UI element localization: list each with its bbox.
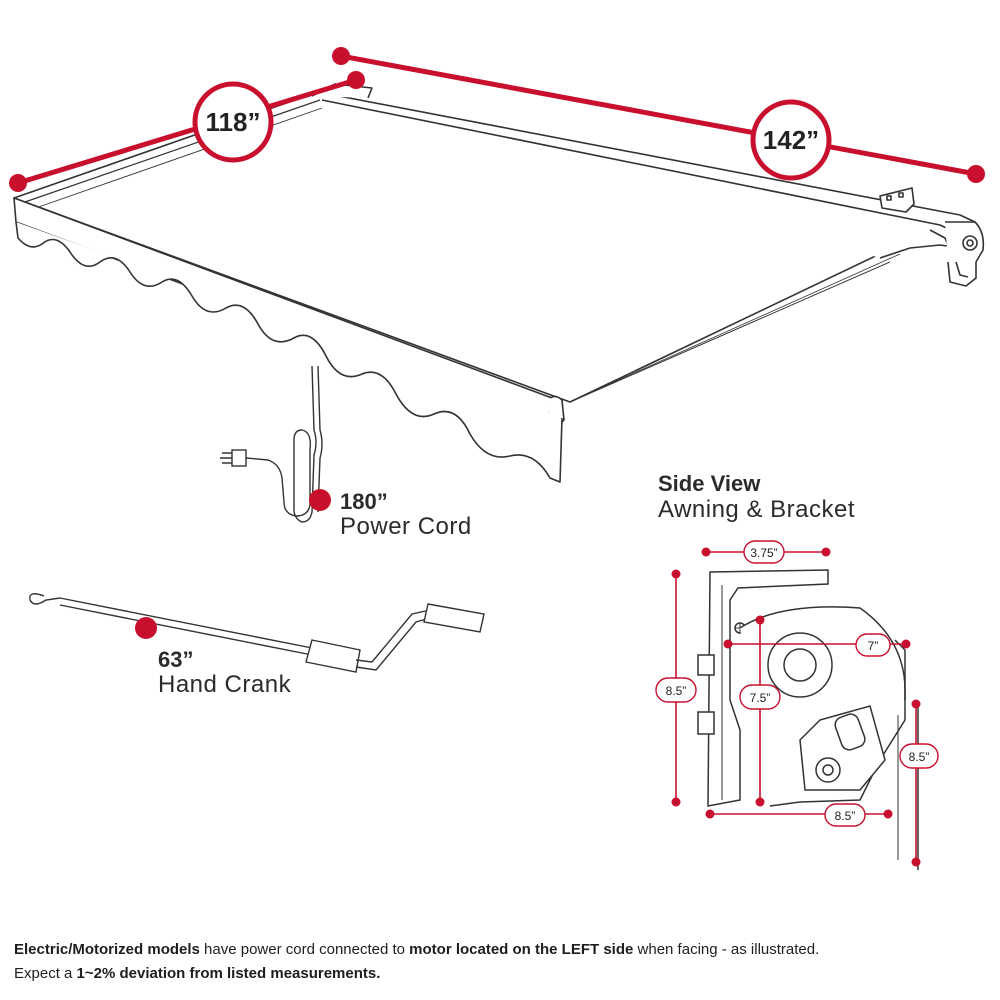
side-view-subheading: Awning & Bracket — [658, 496, 855, 523]
roller-diameter-value: 7” — [868, 639, 879, 653]
case-depth-value: 8.5” — [835, 809, 856, 823]
power-cord-text: Power Cord — [340, 513, 472, 540]
hand-crank-drawing — [29, 593, 485, 673]
footer-text-3: Expect a — [14, 965, 77, 982]
hand-crank-text: Hand Crank — [158, 671, 292, 698]
side-view-dimensions — [671, 547, 921, 867]
case-height-value: 7.5” — [750, 691, 771, 705]
side-view-bracket-drawing — [697, 569, 919, 870]
depth-callout: 118” — [192, 81, 274, 163]
hand-crank-marker — [135, 617, 157, 639]
power-cord-drawing — [220, 365, 323, 523]
footer-bold-deviation: 1~2% deviation from listed measurements. — [76, 965, 381, 982]
footer-text-1: have power cord connected to — [199, 941, 410, 958]
footer-line-2: Expect a 1~2% deviation from listed meas… — [14, 962, 989, 986]
power-cord-length: 180” — [340, 489, 388, 514]
width-value: 142” — [763, 125, 819, 155]
bracket-height-value: 8.5” — [666, 684, 687, 698]
awning-canopy — [13, 83, 985, 483]
width-callout: 142” — [750, 99, 832, 181]
footer-bold-models: Electric/Motorized models — [14, 941, 200, 958]
dimension-lines — [9, 47, 985, 639]
footer-note: Electric/Motorized models have power cor… — [14, 938, 989, 986]
power-cord-marker — [309, 489, 331, 511]
side-view-title: Side View Awning & Bracket — [658, 472, 855, 524]
bracket-width-value: 3.75” — [750, 546, 777, 560]
hand-crank-length: 63” — [158, 647, 194, 672]
side-view-labels — [655, 540, 939, 827]
front-height-value: 8.5” — [909, 750, 930, 764]
footer-bold-motor: motor located on the LEFT side — [409, 941, 634, 958]
power-cord-label: 180” Power Cord — [340, 490, 472, 540]
depth-value: 118” — [206, 107, 261, 137]
hand-crank-label: 63” Hand Crank — [158, 648, 291, 698]
side-view-heading: Side View — [658, 471, 761, 496]
footer-line-1: Electric/Motorized models have power cor… — [14, 938, 989, 962]
footer-text-2: when facing - as illustrated. — [633, 941, 820, 958]
